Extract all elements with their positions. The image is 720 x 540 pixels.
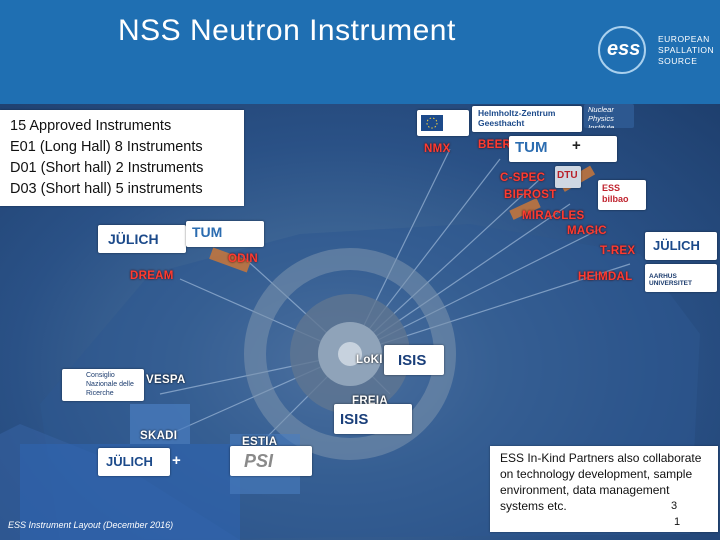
instrument-nmx: NMX — [424, 143, 451, 155]
partners-note-line-1: ESS In-Kind Partners also collaborate — [500, 451, 702, 465]
instrument-vespa: VESPA — [146, 374, 186, 386]
title-bar: NSS Neutron Instrument ess EUROPEAN SPAL… — [0, 0, 720, 104]
instrument-bifrost: BIFROST — [504, 189, 557, 201]
ess-logo-text: EUROPEAN SPALLATION SOURCE — [658, 34, 715, 66]
ess-logo: ess EUROPEAN SPALLATION SOURCE — [598, 26, 715, 74]
approved-instruments-box: 15 Approved Instruments E01 (Long Hall) … — [0, 110, 244, 206]
approved-line-3: D01 (Short hall) 2 Instruments — [10, 160, 204, 176]
nuclear-physics-logo: Nuclear Physics Institute — [584, 104, 634, 128]
cnr-logo: Consiglio Nazionale delle Ricerche — [62, 369, 144, 401]
isis-logo-1: ISIS — [384, 345, 444, 375]
psi-logo: PSI — [230, 446, 312, 476]
instrument-trex: T-REX — [600, 245, 636, 257]
plus-sign-3: + — [172, 452, 181, 469]
layout-caption: ESS Instrument Layout (December 2016) — [8, 520, 174, 530]
page-number-bottom: 1 — [674, 516, 681, 528]
european-commission-logo — [417, 110, 469, 136]
partners-note-line-3: environment, data management — [500, 483, 670, 497]
instrument-cspec: C-SPEC — [500, 172, 546, 184]
isis-logo-2: ISIS — [334, 404, 412, 434]
plus-sign: + — [567, 111, 576, 128]
instrument-loki: LoKI — [356, 354, 383, 366]
eu-flag-icon — [421, 115, 443, 131]
julich-logo-right: JÜLICH — [645, 232, 717, 260]
page-title: NSS Neutron Instrument — [118, 14, 456, 47]
instrument-beer: BEER — [478, 139, 512, 151]
instrument-magic: MAGIC — [567, 225, 607, 237]
ess-logo-mark: ess — [607, 38, 641, 60]
ess-ring-icon — [598, 26, 646, 74]
instrument-heimdal: HEIMDAL — [578, 271, 633, 283]
instrument-estia: ESTIA — [242, 436, 278, 448]
tum-logo-2: TUM — [186, 221, 264, 247]
instrument-dream: DREAM — [130, 270, 174, 282]
dtu-logo: DTU — [555, 166, 581, 188]
approved-line-4: D03 (Short hall) 5 instruments — [10, 181, 203, 197]
tum-logo: TUM — [509, 136, 617, 162]
partners-note-box: ESS In-Kind Partners also collaborate on… — [490, 446, 718, 532]
page-number-top: 3 — [671, 500, 678, 512]
aarhus-logo: AARHUS UNIVERSITET — [645, 264, 717, 292]
partners-note-line-2: on technology development, sample — [500, 467, 693, 481]
hzg-logo: Helmholtz-Zentrum Geesthacht — [472, 106, 582, 132]
partners-note-line-4: systems etc. — [500, 499, 567, 513]
instrument-miracles: MIRACLES — [522, 210, 585, 222]
approved-line-2: E01 (Long Hall) 8 Instruments — [10, 139, 203, 155]
julich-logo-left: JÜLICH — [98, 225, 186, 253]
plus-sign-2: + — [572, 137, 581, 154]
ess-bilbao-logo: ESS bilbao — [598, 180, 646, 210]
julich-logo-bottom: JÜLICH — [98, 448, 170, 476]
instrument-skadi: SKADI — [140, 430, 178, 442]
instrument-odin: ODIN — [228, 253, 258, 265]
approved-line-1: 15 Approved Instruments — [10, 118, 172, 134]
